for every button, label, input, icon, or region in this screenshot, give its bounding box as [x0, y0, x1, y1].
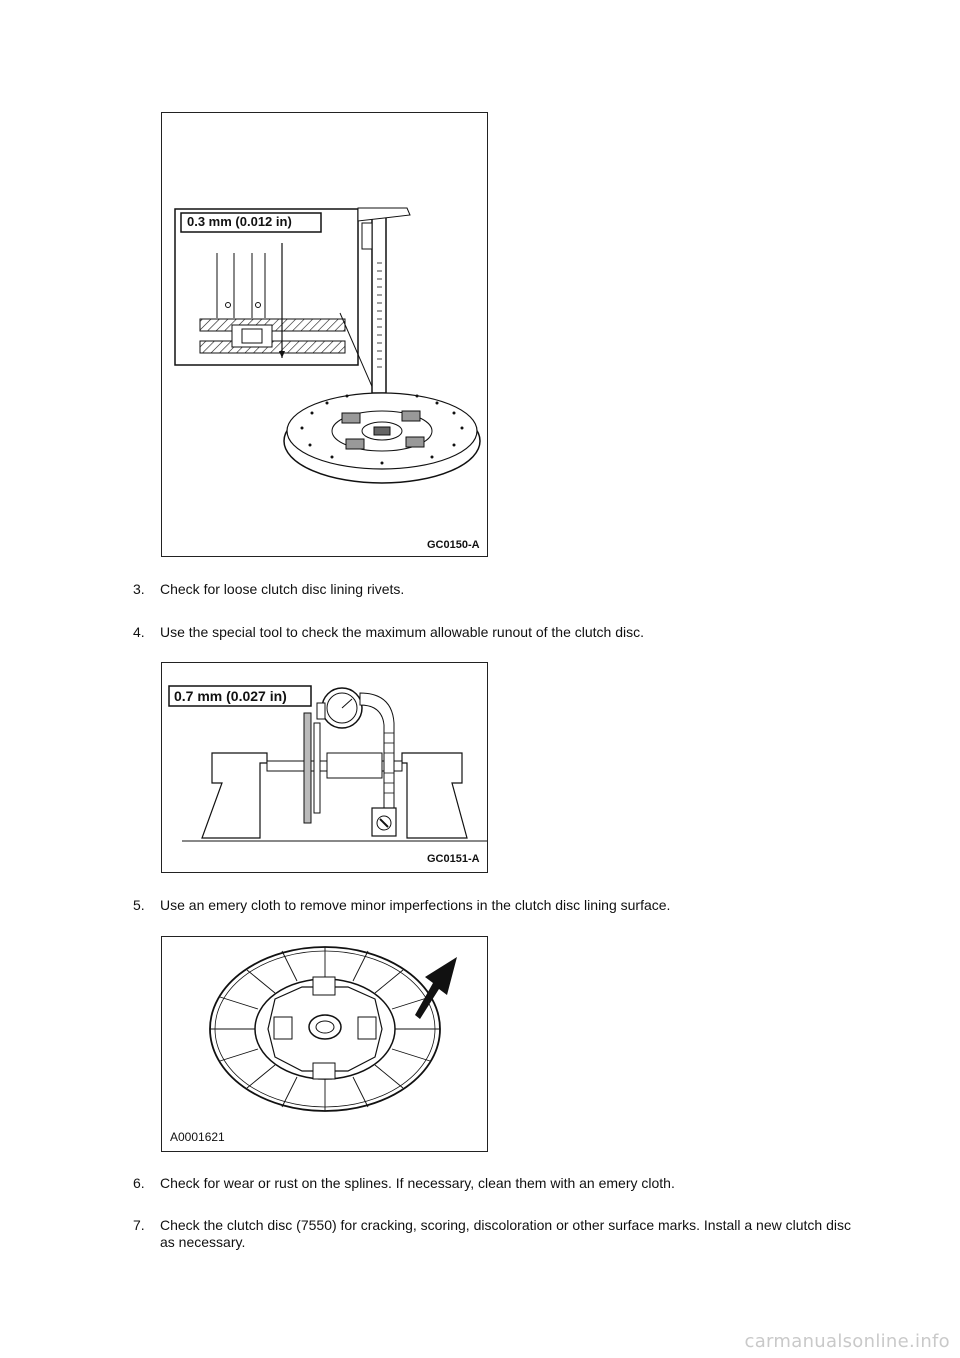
figure-disc-lining: A0001621: [161, 936, 488, 1152]
step-text: Check for wear or rust on the splines. I…: [160, 1175, 675, 1191]
step-number: 3.: [133, 581, 145, 597]
figure-code-lining-depth: GC0150-A: [427, 539, 480, 551]
step-text: Check for loose clutch disc lining rivet…: [160, 581, 405, 597]
callout-runout: 0.7 mm (0.027 in): [174, 688, 287, 704]
runout-illustration: [168, 685, 487, 842]
step-text: Use the special tool to check the maximu…: [160, 624, 645, 640]
figure-lining-depth: 0.3 mm (0.012 in) GC0150-A: [161, 112, 488, 557]
figure-code-disc-lining: A0001621: [170, 1130, 225, 1144]
step-number: 4.: [133, 624, 145, 640]
callout-lining-depth: 0.3 mm (0.012 in): [187, 214, 292, 229]
step-number: 5.: [133, 897, 145, 913]
step-text: Use an emery cloth to remove minor imper…: [160, 897, 671, 913]
figure-code-runout: GC0151-A: [427, 853, 480, 865]
step-text: Check the clutch disc (7550) for crackin…: [160, 1217, 851, 1250]
step-number: 7.: [133, 1217, 145, 1233]
watermark: carmanualsonline.info: [744, 1331, 950, 1352]
caliper-illustration: [174, 207, 481, 484]
clutch-disc-illustration: [209, 946, 457, 1112]
figure-runout-check: 0.7 mm (0.027 in) GC0151-A: [161, 662, 488, 873]
step-number: 6.: [133, 1175, 145, 1191]
